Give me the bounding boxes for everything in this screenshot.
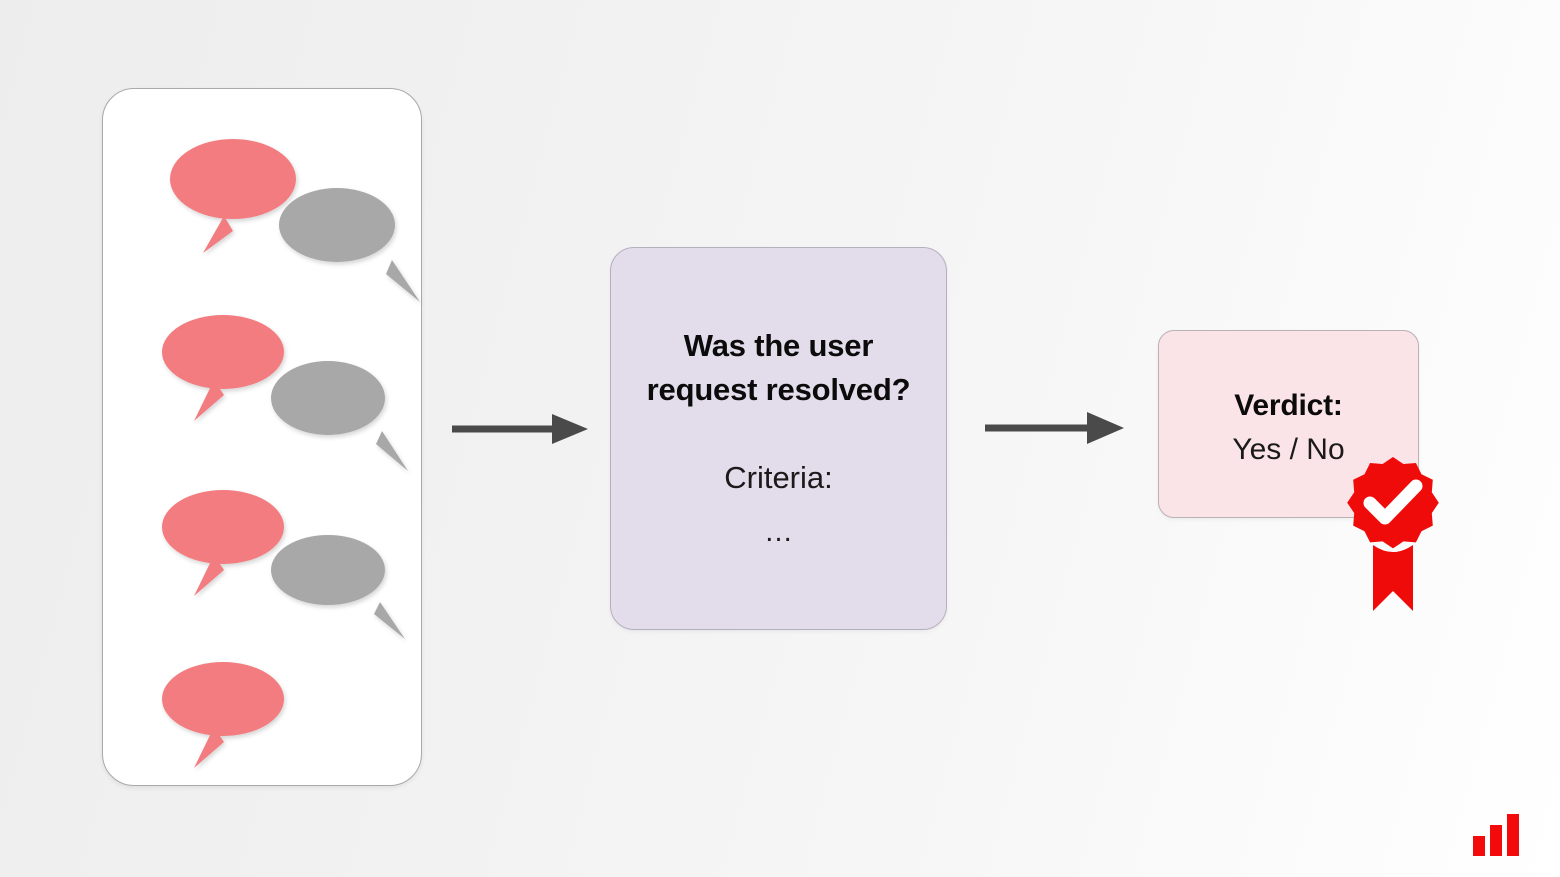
chat-bubble-user-2 [162,315,284,421]
prompt-question-text: Was the user request resolved? [646,328,911,408]
logo-bar-2 [1490,825,1502,856]
chat-bubble-agent-2 [271,361,408,471]
verdict-value: Yes / No [1232,433,1345,466]
chat-bubble-agent-3 [271,535,405,639]
verified-badge-icon [1347,457,1439,611]
conversation-bubbles-layer [162,139,420,768]
arrow-transcript-to-prompt [452,414,588,444]
chat-bubble-user-4 [162,662,284,768]
logo-bar-1 [1473,836,1485,856]
prompt-criteria-ellipsis: … [764,516,793,549]
verdict-title: Verdict: [1234,389,1343,422]
bar-chart-logo [1473,814,1519,856]
prompt-criteria-label: Criteria: [724,460,833,496]
arrow-prompt-to-verdict [985,412,1124,444]
chat-bubble-agent-1 [279,188,420,302]
judge-prompt-card: Was the user request resolved? Criteria:… [610,247,947,630]
chat-bubble-user-1 [170,139,296,253]
logo-bar-3 [1507,814,1519,856]
chat-bubble-user-3 [162,490,284,596]
